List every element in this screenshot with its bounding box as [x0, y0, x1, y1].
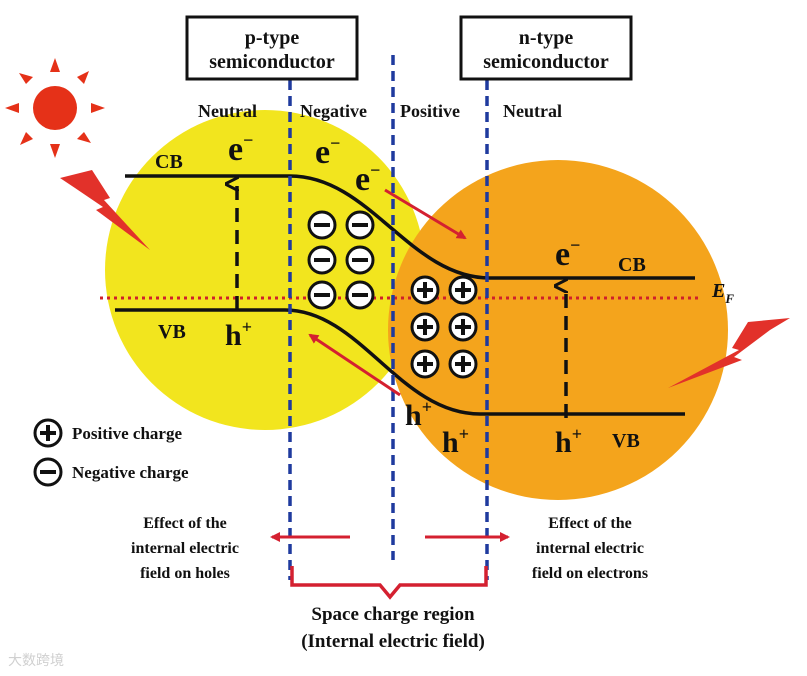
hole-junction-1: h+	[405, 397, 432, 432]
conduction-band-line	[125, 174, 695, 280]
electron-drift-arrow	[384, 188, 467, 240]
lightning-left-icon	[60, 170, 150, 250]
region-p-neutral: Neutral	[198, 101, 257, 121]
sun-icon	[5, 58, 105, 158]
svg-text:e−: e−	[555, 235, 580, 273]
p-type-label-line2: semiconductor	[209, 51, 335, 73]
svg-text:h+: h+	[225, 317, 252, 352]
n-type-label: n-type	[519, 27, 574, 49]
positive-ions	[410, 275, 478, 379]
region-n-neutral: Neutral	[503, 101, 562, 121]
negative-ion	[307, 210, 337, 240]
region-positive: Positive	[400, 101, 460, 121]
vb-left-label: VB	[158, 321, 186, 343]
electron-junction-1: e−	[315, 133, 340, 171]
hole-p-vb: h+	[225, 317, 252, 352]
effect-electrons-line3: field on electrons	[532, 565, 648, 582]
cb-left-label: CB	[155, 151, 183, 173]
svg-text:h+: h+	[442, 424, 469, 459]
hole-n-vb: h+	[555, 424, 582, 459]
negative-ion	[307, 280, 337, 310]
effect-holes-line3: field on holes	[140, 565, 230, 582]
space-charge-bracket	[290, 566, 488, 600]
negative-ion	[345, 210, 375, 240]
effect-electrons-line1: Effect of the	[548, 515, 632, 532]
positive-ion	[410, 349, 440, 379]
legend-positive-label: Positive charge	[72, 424, 182, 443]
negative-ion	[345, 245, 375, 275]
watermark-text: 大数跨境	[8, 653, 64, 669]
lightning-right-icon	[668, 318, 790, 388]
svg-text:e−: e−	[315, 133, 340, 171]
svg-text:h+: h+	[555, 424, 582, 459]
cb-right-label: CB	[618, 254, 646, 276]
positive-ion	[410, 312, 440, 342]
negative-ion	[345, 280, 375, 310]
legend: Positive charge Negative charge	[33, 418, 189, 487]
positive-ion	[410, 275, 440, 305]
negative-ions	[307, 210, 375, 310]
electron-p-cb: e−	[228, 130, 253, 168]
n-type-box: n-type semiconductor	[459, 15, 633, 81]
legend-positive-symbol	[33, 418, 63, 448]
effect-electrons-line2: internal electric	[536, 540, 644, 557]
electron-n-cb: e−	[555, 235, 580, 273]
effect-holes-line1: Effect of the	[143, 515, 227, 532]
space-charge-title: Space charge region	[311, 604, 475, 625]
negative-ion	[307, 245, 337, 275]
p-type-circle	[105, 110, 425, 430]
positive-ion	[448, 312, 478, 342]
svg-text:e−: e−	[355, 160, 380, 198]
legend-negative-label: Negative charge	[72, 463, 189, 482]
fermi-level-label: EF	[711, 280, 734, 306]
svg-text:h+: h+	[405, 397, 432, 432]
positive-ion	[448, 349, 478, 379]
hole-drift-arrow	[308, 333, 401, 397]
svg-text:e−: e−	[228, 130, 253, 168]
effect-holes-line2: internal electric	[131, 540, 239, 557]
vb-right-label: VB	[612, 430, 640, 452]
space-charge-subtitle: (Internal electric field)	[301, 631, 485, 652]
valence-band-line	[115, 308, 685, 416]
hole-junction-2: h+	[442, 424, 469, 459]
p-type-box: p-type semiconductor	[185, 15, 359, 81]
n-type-label-line2: semiconductor	[483, 51, 609, 73]
positive-ion	[448, 275, 478, 305]
legend-negative-symbol	[33, 457, 63, 487]
electron-junction-2: e−	[355, 160, 380, 198]
region-negative: Negative	[300, 101, 367, 121]
p-type-label: p-type	[245, 27, 300, 49]
